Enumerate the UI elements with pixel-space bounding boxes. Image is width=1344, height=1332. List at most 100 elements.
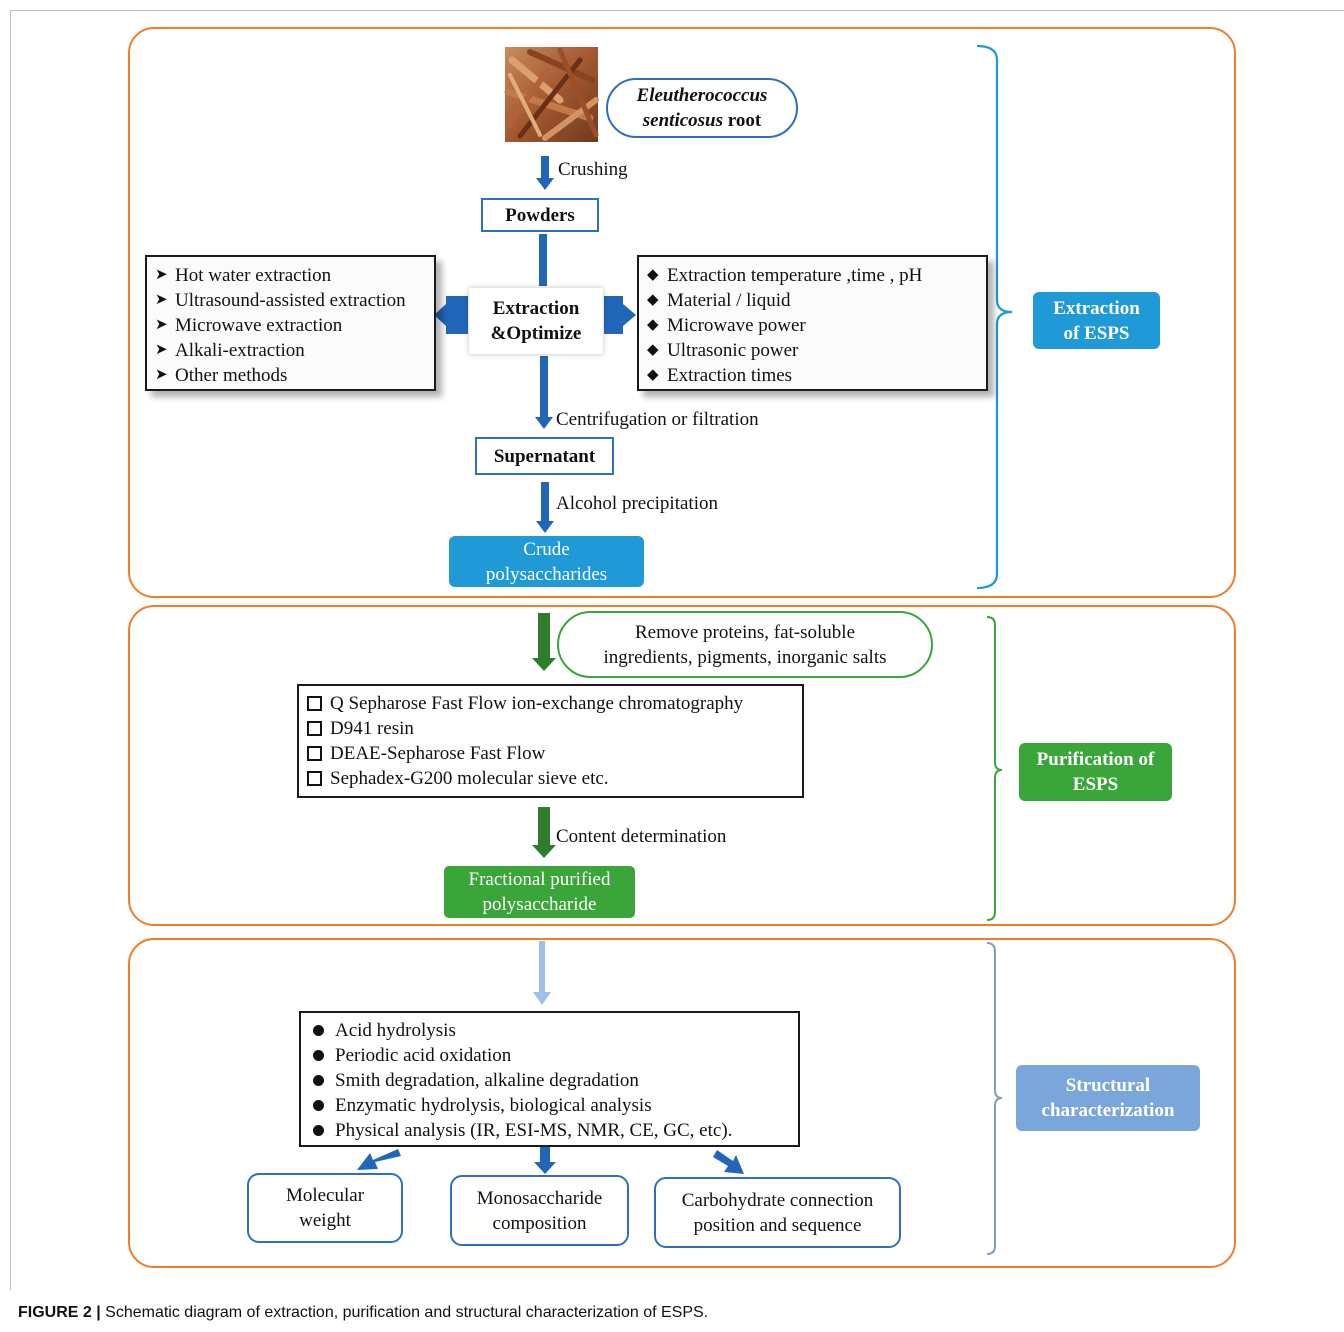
square-bullet-icon — [307, 771, 322, 786]
arrow-remove — [532, 613, 556, 671]
dot-bullet-icon — [313, 1100, 324, 1111]
node-fraction-line2: polysaccharide — [482, 894, 597, 915]
list-item: Acid hydrolysis — [309, 1018, 798, 1043]
side-label-structural-line2: characterization — [1041, 1100, 1175, 1121]
extraction-parameters-list: ◆Extraction temperature ,time , pH ◆Mate… — [637, 255, 988, 391]
node-extraction-line2: &Optimize — [490, 323, 582, 344]
remove-line2: ingredients, pigments, inorganic salts — [603, 646, 887, 668]
step-content-determination: Content determination — [556, 826, 727, 847]
purification-methods-list: Q Sepharose Fast Flow ion-exchange chrom… — [297, 684, 804, 798]
output-mw-line1: Molecular — [285, 1185, 365, 1206]
list-item: D941 resin — [307, 716, 802, 741]
source-line1: Eleutherococcus — [636, 85, 768, 106]
node-fraction-line1: Fractional purified — [468, 869, 611, 890]
node-powders: Powders — [481, 198, 599, 232]
list-item: DEAE-Sepharose Fast Flow — [307, 741, 802, 766]
dot-bullet-icon — [313, 1125, 324, 1136]
output-carbohydrate: Carbohydrate connection position and seq… — [654, 1177, 901, 1248]
dot-bullet-icon — [313, 1025, 324, 1036]
structural-output-arrows — [357, 1146, 744, 1174]
list-item: Smith degradation, alkaline degradation — [309, 1068, 798, 1093]
output-carb-line1: Carbohydrate connection — [681, 1189, 874, 1211]
side-label-extraction: Extraction of ESPS — [1033, 292, 1160, 349]
node-crude-polysaccharides: Crude polysaccharides — [449, 536, 644, 587]
extraction-arrows — [434, 156, 636, 533]
list-item: ➤Alkali-extraction — [155, 340, 305, 361]
node-extraction-optimize: Extraction &Optimize — [469, 288, 603, 354]
arrow-to-carbohydrate — [713, 1150, 744, 1174]
node-powders-label: Powders — [505, 204, 575, 226]
node-supernatant-label: Supernatant — [493, 445, 596, 467]
arrow-bullet-icon: ➤ — [155, 317, 168, 333]
structural-section — [128, 938, 1236, 1268]
caption-label: FIGURE 2 | — [18, 1304, 101, 1321]
arrow-bullet-icon: ➤ — [155, 342, 168, 358]
side-label-structural-line1: Structural — [1065, 1075, 1151, 1096]
figure-caption: FIGURE 2 | Schematic diagram of extracti… — [18, 1304, 708, 1322]
diamond-bullet-icon: ◆ — [647, 342, 659, 358]
output-mw-line2: weight — [299, 1210, 351, 1231]
arrow-powders-down — [539, 234, 547, 286]
arrow-bullet-icon: ➤ — [155, 267, 168, 283]
node-fractional-purified: Fractional purified polysaccharide — [444, 866, 635, 918]
figure-frame-left — [10, 10, 11, 1290]
output-mono-line1: Monosaccharide — [476, 1187, 603, 1209]
list-item: Q Sepharose Fast Flow ion-exchange chrom… — [307, 691, 802, 716]
extraction-brace — [976, 44, 1013, 590]
list-item: Periodic acid oxidation — [309, 1043, 798, 1068]
purification-brace — [986, 616, 1003, 921]
list-item: ◆Extraction times — [647, 365, 793, 386]
purification-arrows — [532, 613, 556, 858]
structural-brace — [986, 942, 1003, 1255]
list-item: Sephadex-G200 molecular sieve etc. — [307, 766, 802, 791]
side-label-extraction-line1: Extraction — [1053, 297, 1140, 319]
source-line2b: root — [723, 110, 762, 131]
output-carb-line2: position and sequence — [693, 1214, 862, 1236]
step-centrifugation: Centrifugation or filtration — [556, 409, 759, 430]
arrow-crushing — [536, 156, 554, 190]
diamond-bullet-icon: ◆ — [647, 317, 659, 333]
node-crude-line1: Crude — [523, 538, 570, 560]
arrow-bullet-icon: ➤ — [155, 292, 168, 308]
side-label-purification-line2: ESPS — [1072, 774, 1119, 795]
arrow-bullet-icon: ➤ — [155, 367, 168, 383]
list-item: ➤Microwave extraction — [155, 315, 343, 336]
dot-bullet-icon — [313, 1075, 324, 1086]
side-label-extraction-line2: of ESPS — [1063, 322, 1130, 344]
list-item: Enzymatic hydrolysis, biological analysi… — [309, 1093, 798, 1118]
list-item: ➤Hot water extraction — [155, 265, 332, 286]
step-crushing: Crushing — [558, 159, 628, 180]
arrow-alcohol — [536, 482, 554, 533]
square-bullet-icon — [307, 721, 322, 736]
arrow-centrifugation — [535, 356, 553, 429]
figure-frame-top — [10, 10, 1344, 11]
side-label-purification-line1: Purification of — [1036, 749, 1155, 770]
arrow-to-parameters — [604, 296, 636, 334]
arrow-structural-in — [533, 941, 551, 1005]
list-item: ➤Ultrasound-assisted extraction — [155, 290, 406, 311]
output-mono-line2: composition — [492, 1212, 587, 1234]
list-item: ◆Material / liquid — [647, 290, 791, 311]
output-molecular-weight: Molecular weight — [247, 1173, 403, 1243]
extraction-methods-list: ➤Hot water extraction ➤Ultrasound-assist… — [145, 255, 436, 391]
square-bullet-icon — [307, 696, 322, 711]
output-monosaccharide: Monosaccharide composition — [450, 1175, 629, 1246]
arrow-to-molecular-weight — [357, 1149, 401, 1170]
source-label: Eleutherococcus senticosus root — [606, 78, 798, 138]
diamond-bullet-icon: ◆ — [647, 292, 659, 308]
arrow-to-monosaccharide — [534, 1146, 556, 1174]
remove-line1: Remove proteins, fat-soluble — [634, 621, 856, 643]
extraction-section — [128, 27, 1236, 598]
structural-methods-list: Acid hydrolysis Periodic acid oxidation … — [299, 1011, 800, 1147]
list-item: Physical analysis (IR, ESI-MS, NMR, CE, … — [309, 1118, 798, 1143]
diamond-bullet-icon: ◆ — [647, 267, 659, 283]
root-image — [504, 47, 599, 142]
node-crude-line2: polysaccharides — [485, 563, 608, 585]
node-extraction-line1: Extraction — [492, 298, 580, 319]
arrow-to-methods — [434, 296, 468, 334]
caption-text: Schematic diagram of extraction, purific… — [100, 1304, 709, 1321]
side-label-structural: Structural characterization — [1016, 1065, 1200, 1131]
purification-section — [128, 605, 1236, 926]
list-item: ◆Extraction temperature ,time , pH — [647, 265, 923, 286]
